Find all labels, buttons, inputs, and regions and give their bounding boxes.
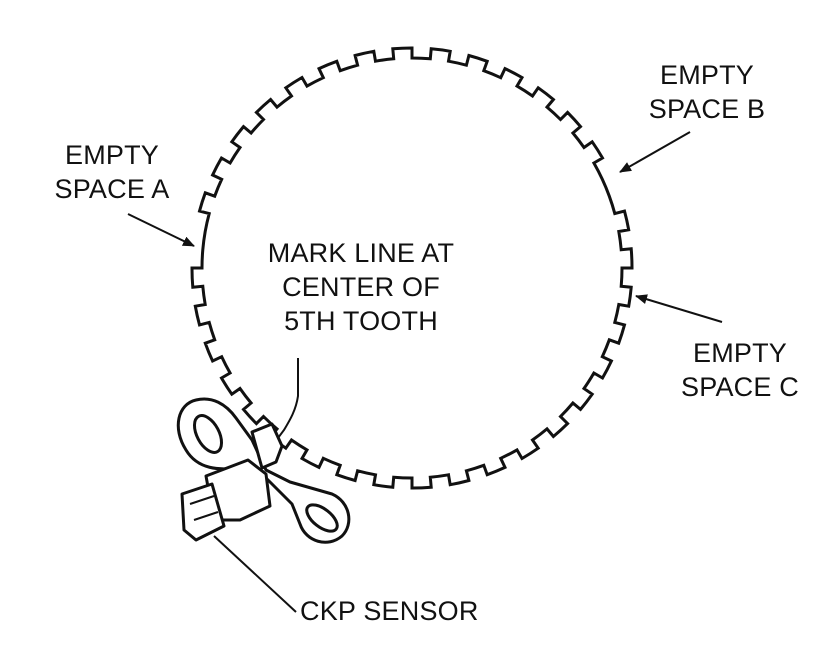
label-line: CENTER OF (282, 272, 440, 302)
label-line: EMPTY (659, 60, 754, 90)
label-line: CKP SENSOR (300, 596, 479, 626)
label-line: SPACE C (681, 372, 799, 402)
label-empty-space-a: EMPTY SPACE A (14, 138, 210, 206)
label-line: MARK LINE AT (267, 238, 455, 268)
sensor-tip (250, 422, 284, 470)
label-line: EMPTY (692, 338, 787, 368)
sensor-connector (180, 482, 226, 542)
arrow-empty-space-b (619, 131, 691, 173)
bracket-slot-left (192, 414, 224, 454)
arrow-empty-space-a (127, 213, 195, 247)
label-mark-line: MARK LINE AT CENTER OF 5TH TOOTH (226, 236, 496, 338)
label-line: SPACE A (54, 174, 170, 204)
label-line: SPACE B (648, 94, 766, 124)
ckp-sensor-body (176, 397, 351, 544)
ckp-sensor-leader (213, 535, 297, 613)
mark-line-leader (271, 358, 299, 447)
reluctor-ring (190, 46, 634, 490)
label-empty-space-b: EMPTY SPACE B (612, 58, 802, 126)
label-ckp-sensor: CKP SENSOR (300, 594, 540, 628)
bracket-slot-right (305, 503, 339, 533)
connector-ridge (193, 511, 219, 521)
label-line: EMPTY (64, 140, 159, 170)
label-line: 5TH TOOTH (284, 306, 438, 336)
connector-ridge (189, 495, 215, 505)
arrow-empty-space-c (635, 294, 723, 323)
label-empty-space-c: EMPTY SPACE C (640, 336, 824, 404)
